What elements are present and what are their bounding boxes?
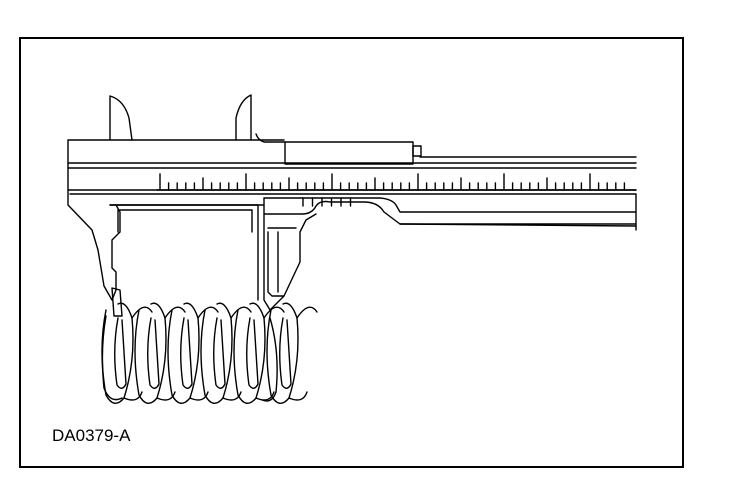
figure-code-label: DA0379-A — [52, 426, 131, 445]
spring-coil-inner — [180, 317, 193, 389]
fixed-upper-jaw — [109, 95, 133, 141]
vernier-slider — [69, 193, 637, 231]
spring-end — [111, 287, 123, 317]
spring-coil-link — [255, 306, 285, 401]
fixed-lower-jaw — [67, 189, 121, 301]
spring-coil-link — [222, 306, 252, 401]
spring-coil-inner — [246, 317, 259, 389]
coil-spring-icon — [101, 302, 318, 404]
sliding-upper-jaw — [235, 94, 252, 141]
spring-coil-link — [189, 306, 219, 401]
spring-coil-link — [123, 306, 153, 401]
vernier-caliper-icon — [67, 94, 637, 311]
spring-coil-link — [156, 306, 186, 401]
spring-coil-link — [288, 306, 318, 401]
spring-outline — [101, 315, 278, 402]
spring-coil-inner — [147, 317, 160, 389]
spring-coil-inner — [279, 317, 292, 389]
spring-coil-inner — [114, 317, 127, 389]
spring-coil-inner — [213, 317, 226, 389]
depth-lock-knob — [284, 141, 414, 165]
sliding-lower-jaw — [263, 204, 317, 311]
lock-screw — [412, 145, 422, 157]
vernier-scale-ticks — [302, 197, 352, 207]
main-beam — [67, 139, 637, 191]
figure-frame — [19, 37, 684, 468]
main-scale-ticks — [159, 173, 626, 191]
